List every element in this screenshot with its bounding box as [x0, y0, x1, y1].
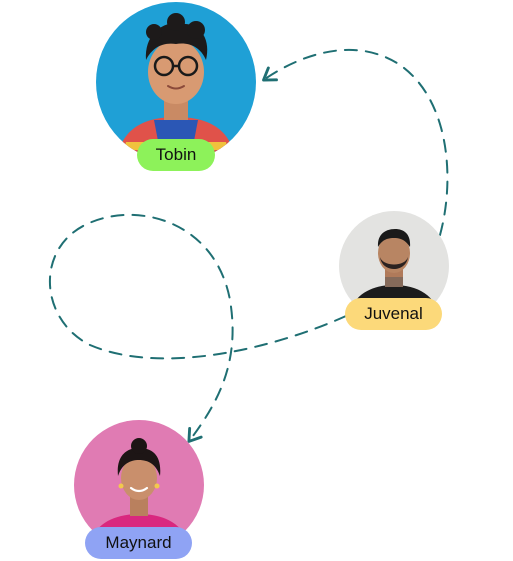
- name-tag-maynard: Maynard: [85, 527, 192, 559]
- name-tag-tobin: Tobin: [137, 139, 215, 171]
- name-tag-juvenal: Juvenal: [345, 298, 442, 330]
- connector-juvenal-to-maynard: [49, 213, 347, 443]
- avatar-tobin[interactable]: [96, 2, 256, 162]
- connector-juvenal-to-tobin: [262, 48, 449, 236]
- portrait-tobin-icon: [96, 2, 256, 162]
